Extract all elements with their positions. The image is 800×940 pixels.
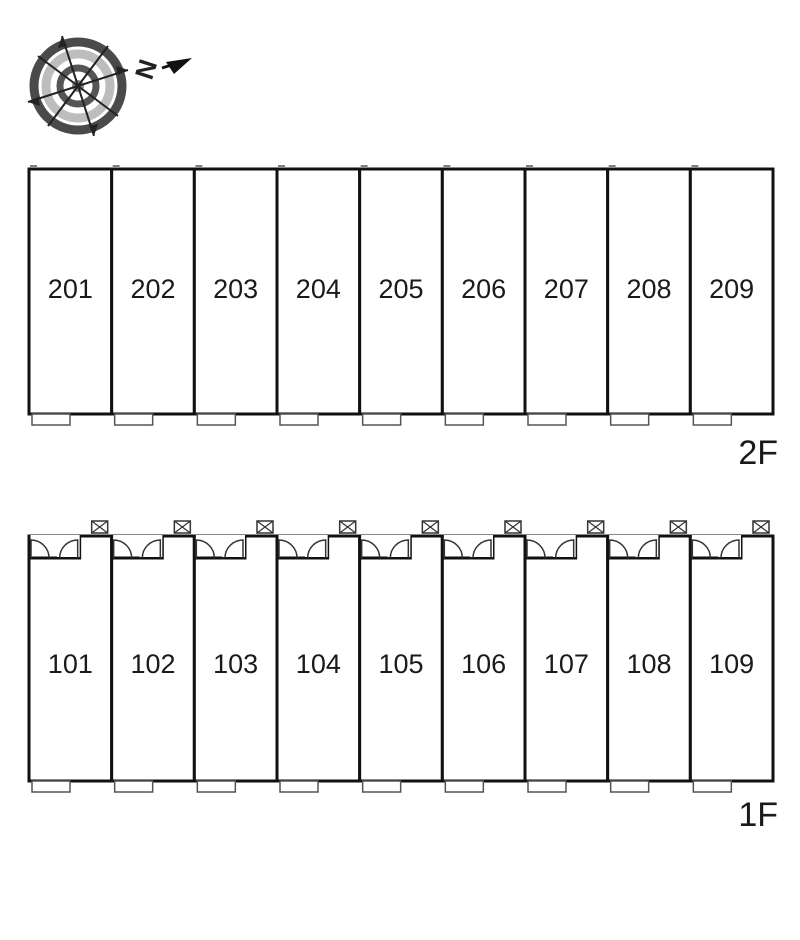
unit-number-101: 101 — [48, 649, 93, 679]
unit-207: 207 — [523, 165, 610, 426]
door-swing-icon — [195, 539, 216, 559]
door-swing-icon — [720, 539, 740, 559]
unit-number-109: 109 — [709, 649, 754, 679]
unit-number-205: 205 — [378, 274, 423, 304]
unit-102: 102 — [110, 520, 196, 793]
unit-107: 107 — [523, 520, 610, 793]
floor-1f: 101 102 103 104 105 106 107 108 109 1F — [27, 520, 778, 834]
unit-203: 203 — [192, 165, 279, 426]
unit-202: 202 — [110, 165, 196, 426]
door-swing-icon — [360, 539, 381, 559]
unit-number-106: 106 — [461, 649, 506, 679]
balcony — [279, 413, 319, 426]
balcony — [196, 780, 237, 793]
door-swing-icon — [472, 539, 492, 559]
balcony — [361, 780, 402, 793]
unit-number-107: 107 — [544, 649, 589, 679]
unit-number-104: 104 — [296, 649, 341, 679]
floor-label-1f: 1F — [738, 796, 778, 834]
balcony — [113, 780, 154, 793]
unit-108: 108 — [606, 520, 692, 793]
door-swing-icon — [389, 539, 410, 559]
balcony — [196, 413, 237, 426]
balcony — [113, 413, 154, 426]
unit-number-209: 209 — [709, 274, 754, 304]
unit-103: 103 — [192, 520, 279, 793]
unit-number-201: 201 — [48, 274, 93, 304]
balcony — [444, 413, 485, 426]
door-swing-icon — [224, 539, 244, 559]
unit-209: 209 — [688, 165, 775, 426]
unit-number-203: 203 — [213, 274, 258, 304]
balcony — [444, 780, 485, 793]
balcony — [609, 780, 650, 793]
floor-label-2f: 2F — [738, 434, 778, 472]
unit-208: 208 — [606, 165, 692, 426]
unit-106: 106 — [440, 520, 527, 793]
unit-number-207: 207 — [544, 274, 589, 304]
door-swing-icon — [30, 539, 50, 559]
unit-number-103: 103 — [213, 649, 258, 679]
unit-101: 101 — [27, 520, 114, 793]
unit-206: 206 — [440, 165, 527, 426]
unit-number-208: 208 — [626, 274, 671, 304]
unit-number-105: 105 — [378, 649, 423, 679]
unit-number-108: 108 — [626, 649, 671, 679]
door-swing-icon — [278, 539, 298, 559]
unit-number-102: 102 — [130, 649, 175, 679]
balcony — [361, 413, 402, 426]
door-swing-icon — [526, 539, 546, 559]
door-swing-icon — [554, 539, 575, 559]
compass-north-label: N — [129, 56, 163, 83]
unit-number-206: 206 — [461, 274, 506, 304]
unit-number-202: 202 — [130, 274, 175, 304]
door-swing-icon — [141, 539, 162, 559]
door-swing-icon — [58, 539, 79, 559]
unit-109: 109 — [688, 520, 775, 793]
unit-104: 104 — [275, 520, 362, 793]
door-swing-icon — [112, 539, 133, 559]
door-swing-icon — [637, 539, 658, 559]
balcony — [279, 780, 319, 793]
unit-105: 105 — [358, 520, 444, 793]
balcony — [609, 413, 650, 426]
balcony — [692, 780, 733, 793]
unit-number-204: 204 — [296, 274, 341, 304]
balcony — [31, 413, 71, 426]
balcony — [527, 780, 567, 793]
balcony — [692, 413, 733, 426]
door-swing-icon — [691, 539, 712, 559]
door-swing-icon — [443, 539, 464, 559]
floor-2f: 201 202 203 204 205 206 207 208 209 2F — [27, 165, 778, 472]
door-swing-icon — [608, 539, 629, 559]
unit-204: 204 — [275, 165, 362, 426]
balcony — [31, 780, 71, 793]
door-swing-icon — [306, 539, 327, 559]
unit-201: 201 — [27, 165, 114, 426]
unit-205: 205 — [358, 165, 444, 426]
compass-icon: N — [27, 35, 192, 137]
balcony — [527, 413, 567, 426]
